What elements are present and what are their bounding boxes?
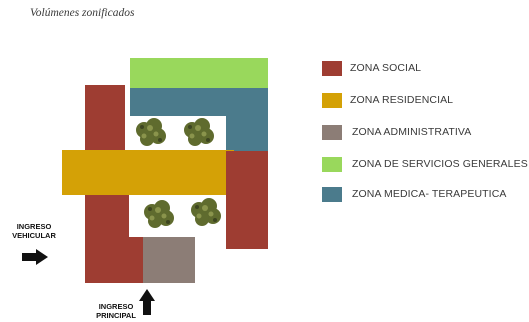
tree-icon xyxy=(136,118,166,146)
arrow-up-icon xyxy=(139,289,155,315)
tree-icon xyxy=(191,198,221,226)
legend-label: ZONA RESIDENCIAL xyxy=(350,94,454,106)
legend-swatch xyxy=(322,125,342,140)
block-administrativa xyxy=(143,237,195,283)
legend-label: ZONA SOCIAL xyxy=(350,62,422,74)
block-social-east xyxy=(226,151,268,249)
diagram-title: Volúmenes zonificados xyxy=(30,7,135,19)
block-social-south xyxy=(129,237,143,283)
block-social-southwest xyxy=(85,195,129,283)
legend-label: ZONA MEDICA- TERAPEUTICA xyxy=(352,188,507,200)
block-servicios-generales xyxy=(130,58,268,88)
block-social-northwest xyxy=(85,85,125,150)
legend-swatch xyxy=(322,157,342,172)
arrow-right-icon xyxy=(22,249,48,265)
block-medica-terapeutica xyxy=(130,88,268,116)
legend-label: ZONA DE SERVICIOS GENERALES xyxy=(352,158,528,170)
legend-swatch xyxy=(322,93,342,108)
legend-label: ZONA ADMINISTRATIVA xyxy=(352,126,472,138)
tree-icon xyxy=(144,200,174,228)
block-residencial xyxy=(62,150,234,195)
legend-swatch xyxy=(322,61,342,76)
ingreso-principal-label: INGRESO PRINCIPAL xyxy=(96,302,136,320)
legend-swatch xyxy=(322,187,342,202)
block-medica-terapeutica-east xyxy=(226,116,268,151)
ingreso-vehicular-label: INGRESO VEHICULAR xyxy=(12,222,56,240)
tree-icon xyxy=(184,118,214,146)
